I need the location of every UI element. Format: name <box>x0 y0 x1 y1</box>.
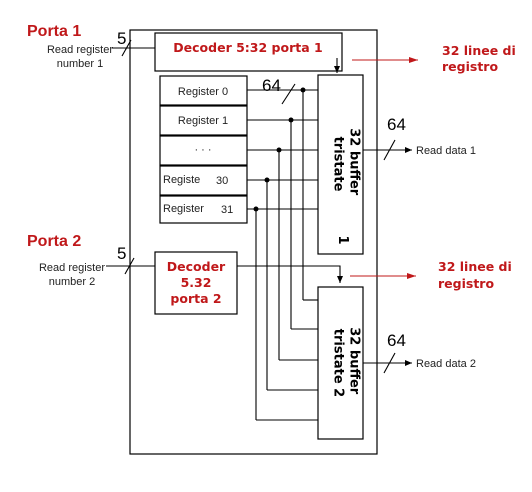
read-register-2-width: 5 <box>117 244 126 263</box>
tristate-buffer-1-box <box>317 74 364 255</box>
read-data-1-width: 64 <box>387 115 406 134</box>
register-ellipsis-label: · · · <box>194 144 211 156</box>
register-ellipsis: · · · <box>159 135 248 166</box>
bus-width-label: 64 <box>262 76 281 95</box>
read-data-1-width-slash <box>383 139 396 161</box>
register-31: Register 31 <box>159 195 248 224</box>
junction-r31 <box>253 206 259 212</box>
decoder-2-output-wire <box>237 265 343 283</box>
read-register-1-input: Read register number 1 5 <box>47 29 155 70</box>
decoder-2-label-line3: porta 2 <box>170 291 221 306</box>
register-1-box <box>159 105 248 136</box>
register-1: Register 1 <box>159 105 248 136</box>
tristate-buffer-1-label-line3: 1 <box>335 235 350 244</box>
read-register-2-label-line2: number 2 <box>49 276 95 288</box>
port-1-label: Porta 1 <box>27 23 81 40</box>
register-30-number: 30 <box>216 175 228 187</box>
register-ellipsis-box <box>159 135 248 166</box>
junction-dots <box>276 147 282 153</box>
tristate-buffer-2-label-line1: 32 buffer <box>347 327 362 395</box>
annotation-1-line2: registro <box>442 59 498 74</box>
register-30: Registe 30 <box>159 165 248 196</box>
decoder-2: Decoder 5.32 porta 2 <box>154 251 343 315</box>
buffer-1-bus-wires: 64 <box>247 76 318 210</box>
tristate-buffer-2-label-line2: tristate 2 <box>331 329 346 397</box>
tristate-buffer-2: 32 buffer tristate 2 <box>317 286 364 440</box>
decoder-1-label: Decoder 5:32 porta 1 <box>173 40 322 55</box>
junction-r0 <box>300 87 306 93</box>
annotation-2: 32 linee di registro <box>350 259 512 291</box>
tristate-buffer-1: 32 buffer tristate 1 <box>317 74 364 255</box>
read-register-2-width-slash <box>124 257 135 275</box>
read-data-1-label: Read data 1 <box>416 145 476 157</box>
register-0-label: Register 0 <box>178 86 228 98</box>
read-data-2-label: Read data 2 <box>416 358 476 370</box>
read-register-2-label-line1: Read register <box>39 262 105 274</box>
read-register-1-label-line1: Read register <box>47 44 113 56</box>
decoder-2-label-line2: 5.32 <box>181 275 212 290</box>
register-30-label: Registe <box>163 174 200 186</box>
read-register-1-label-line2: number 1 <box>57 58 103 70</box>
tristate-buffer-1-label-line2: tristate <box>331 137 346 192</box>
decoder-2-label-line1: Decoder <box>167 259 226 274</box>
register-0: Register 0 <box>159 75 248 106</box>
tristate-buffer-1-label: 32 buffer tristate <box>331 128 362 199</box>
read-data-2-output: 64 Read data 2 <box>363 331 476 374</box>
tristate-buffer-2-box <box>317 286 364 440</box>
annotation-1: 32 linee di registro <box>352 43 516 74</box>
annotation-1-line1: 32 linee di <box>442 43 516 58</box>
junction-r30 <box>264 177 270 183</box>
register-31-label: Register <box>163 203 204 215</box>
read-data-1-output: 64 Read data 1 <box>363 115 476 161</box>
decoder-1: Decoder 5:32 porta 1 <box>154 32 343 73</box>
tristate-buffer-2-label: 32 buffer tristate 2 <box>331 327 362 398</box>
read-register-1-width: 5 <box>117 29 126 48</box>
read-data-2-width: 64 <box>387 331 406 350</box>
register-31-box <box>159 195 248 224</box>
read-register-2-input: Read register number 2 5 <box>39 244 155 288</box>
read-register-1-width-slash <box>121 39 132 57</box>
register-1-label: Register 1 <box>178 115 228 127</box>
buffer-2-bus-wires <box>253 87 318 421</box>
decoder-1-box <box>154 32 343 72</box>
annotation-2-line2: registro <box>438 276 494 291</box>
register-30-box <box>159 165 248 196</box>
port-2-label: Porta 2 <box>27 233 81 250</box>
tristate-buffer-1-label-line1: 32 buffer <box>347 128 362 196</box>
read-data-2-width-slash <box>383 352 396 374</box>
bus-width-slash <box>281 83 296 105</box>
register-31-number: 31 <box>221 204 233 216</box>
junction-r1 <box>288 117 294 123</box>
decoder-2-box <box>154 251 238 315</box>
annotation-2-line1: 32 linee di <box>438 259 512 274</box>
